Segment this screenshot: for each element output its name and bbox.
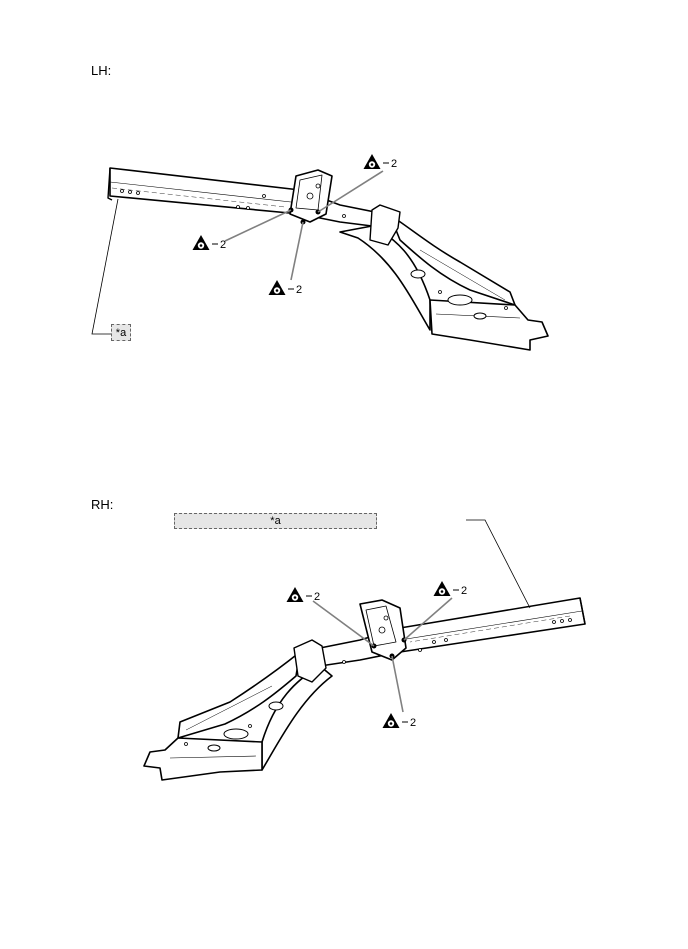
rh-callout-a: *a xyxy=(174,513,377,529)
svg-text:2: 2 xyxy=(314,591,320,603)
lh-weld-symbol-top: 2 xyxy=(363,153,397,170)
lh-callout-leader xyxy=(91,198,119,335)
svg-text:2: 2 xyxy=(296,284,302,296)
rh-weld-symbol-right: 2 xyxy=(433,580,467,597)
lh-weld-symbol-bottom: 2 xyxy=(268,279,302,296)
rh-weld-symbol-left: 2 xyxy=(286,586,320,603)
lh-callout-a-text: *a xyxy=(115,326,127,339)
svg-text:2: 2 xyxy=(391,158,397,170)
rh-weld-symbol-bottom: 2 xyxy=(382,712,416,729)
lh-weld-symbol-left: 2 xyxy=(192,234,226,251)
svg-text:2: 2 xyxy=(410,717,416,729)
lh-frame-rail xyxy=(107,167,549,351)
rh-frame-rail xyxy=(143,597,586,781)
svg-text:2: 2 xyxy=(461,585,467,597)
lh-section-label: LH: xyxy=(91,63,112,78)
lh-callout-a: *a xyxy=(111,324,131,341)
svg-text:2: 2 xyxy=(220,239,226,251)
rh-weld-leaders xyxy=(312,597,453,713)
rh-callout-leader xyxy=(466,519,531,609)
rh-section-label: RH: xyxy=(91,497,114,512)
lh-weld-leaders xyxy=(224,170,384,281)
rh-callout-a-text: *a xyxy=(270,515,281,527)
